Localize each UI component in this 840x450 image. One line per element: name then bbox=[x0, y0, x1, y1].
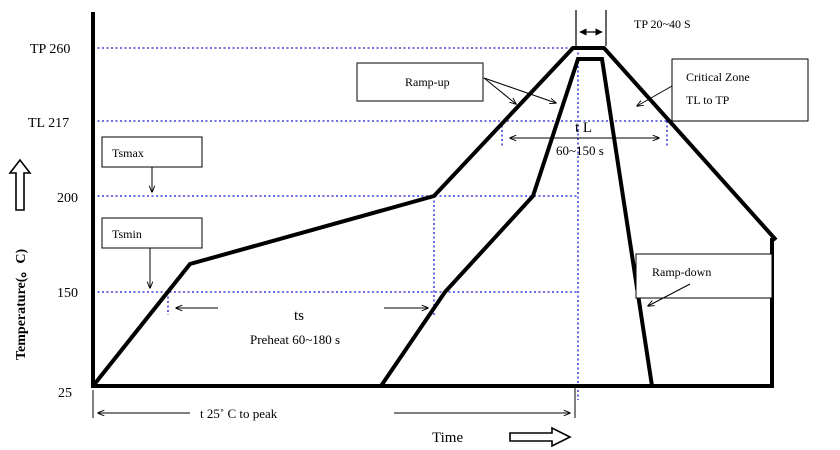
tsmin-box bbox=[101, 217, 203, 249]
critical-zone-box bbox=[671, 58, 809, 122]
profile-curves bbox=[91, 46, 778, 388]
critical-zone-label-1: Critical Zone bbox=[686, 70, 750, 84]
tl-label: t L bbox=[575, 120, 592, 136]
tsmax-box bbox=[101, 136, 203, 168]
ramp-up-label: Ramp-up bbox=[405, 75, 450, 89]
outline-up-arrow-icon bbox=[8, 158, 32, 211]
t25-to-peak-indicator bbox=[92, 388, 576, 418]
outer-profile-curve bbox=[91, 46, 778, 388]
preheat-label: Preheat 60~180 s bbox=[250, 332, 340, 347]
tsmax-label: Tsmax bbox=[112, 146, 144, 160]
ramp-down-label: Ramp-down bbox=[652, 265, 711, 279]
ts-label: ts bbox=[294, 308, 304, 324]
tp-time-indicator bbox=[575, 10, 607, 46]
x-axis-title: Time bbox=[432, 430, 463, 446]
y-tick-150: 150 bbox=[57, 286, 78, 301]
inner-profile-curve bbox=[379, 57, 654, 388]
tp-time-label: TP 20~40 S bbox=[634, 17, 691, 31]
y-tick-tl: TL 217 bbox=[28, 116, 69, 131]
outline-right-arrow-icon bbox=[509, 426, 572, 448]
y-tick-tp: TP 260 bbox=[30, 42, 70, 57]
t25-to-peak-label: t 25˚ C to peak bbox=[200, 406, 278, 421]
ramp-down-arrow bbox=[648, 283, 691, 306]
y-axis-title: Temperature(。C) bbox=[14, 248, 29, 360]
y-tick-25: 25 bbox=[58, 386, 72, 401]
critical-zone-label-2: TL to TP bbox=[686, 93, 730, 107]
tsmin-label: Tsmin bbox=[112, 227, 142, 241]
y-tick-200: 200 bbox=[57, 191, 78, 206]
ramp-up-arrows bbox=[483, 77, 556, 104]
ramp-up-box bbox=[356, 62, 484, 102]
critical-zone-arrow bbox=[637, 85, 673, 106]
tl-range-label: 60~150 s bbox=[556, 143, 604, 158]
ramp-down-box bbox=[635, 253, 773, 299]
guide-lines bbox=[93, 47, 680, 400]
